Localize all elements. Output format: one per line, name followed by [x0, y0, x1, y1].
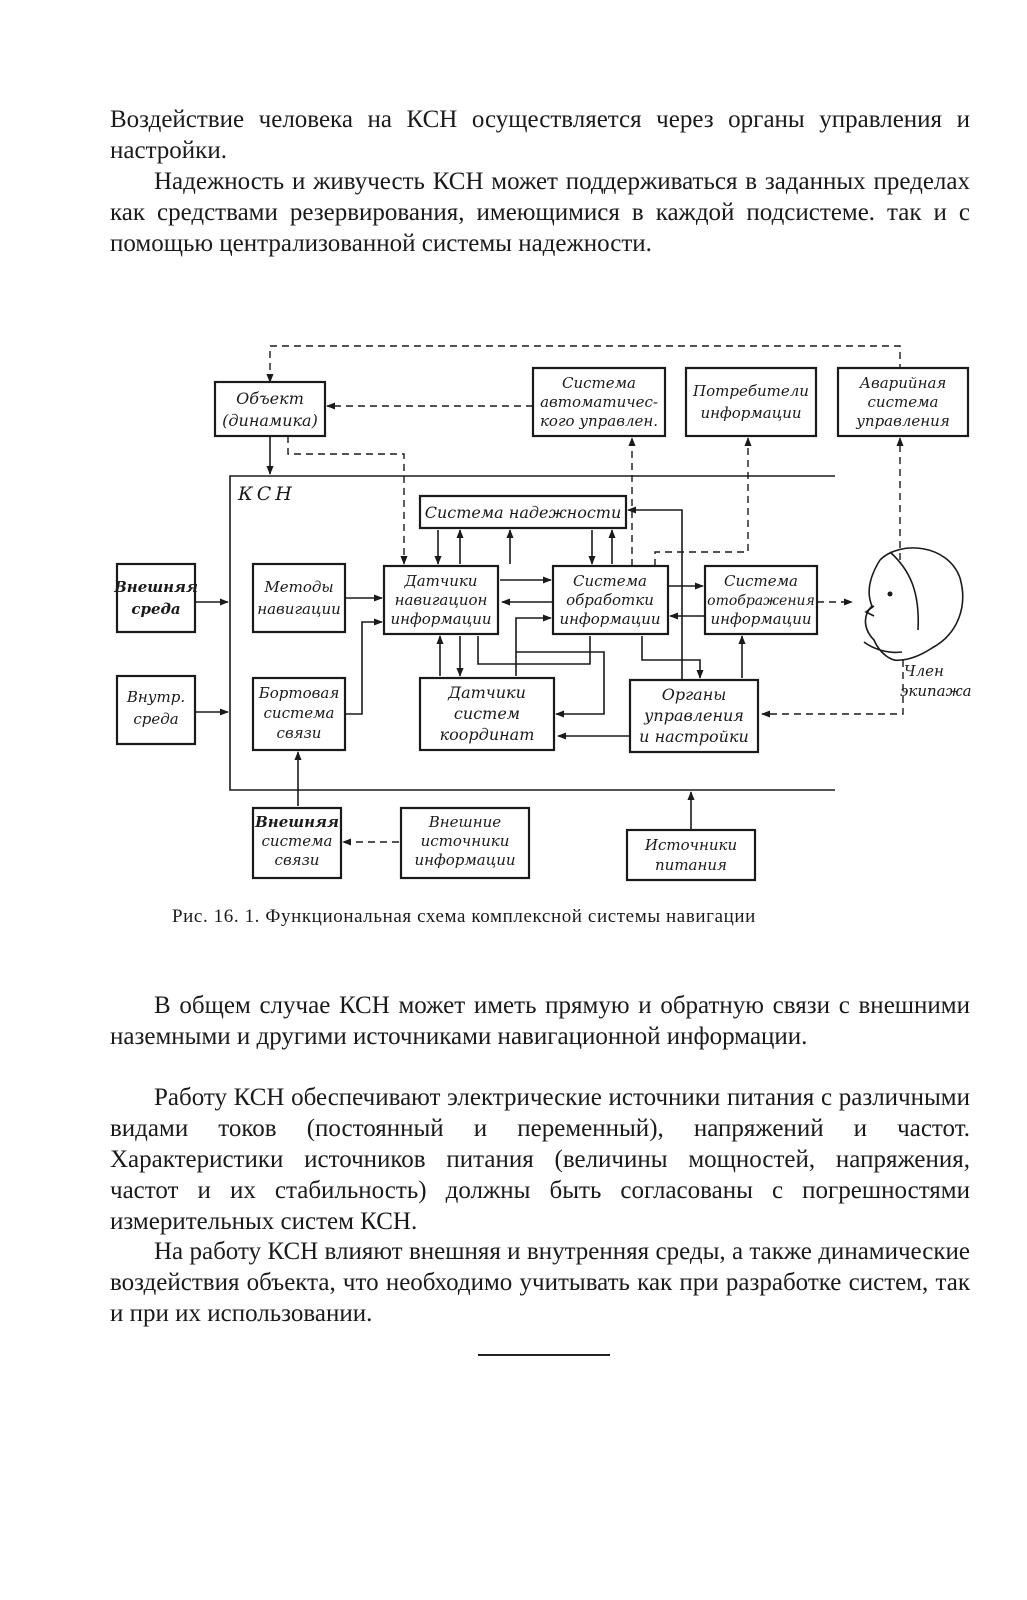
svg-text:среда: среда	[133, 710, 178, 728]
svg-text:Аварийная: Аварийная	[859, 374, 947, 392]
functional-diagram: КСН Объект (динамика) Система автоматиче…	[113, 345, 972, 882]
svg-text:навигацион: навигацион	[395, 591, 488, 609]
svg-text:автоматичес-: автоматичес-	[540, 393, 658, 411]
top-dashed-loop	[266, 345, 901, 383]
svg-text:система: система	[262, 832, 333, 850]
svg-text:Датчики: Датчики	[404, 572, 478, 590]
processing-system-block: Система обработки информации	[551, 564, 670, 636]
paragraph-3: В общем случае КСН может иметь прямую и …	[110, 992, 970, 1050]
internal-environment-block: Внутр. среда	[115, 674, 197, 746]
svg-text:Внутр.: Внутр.	[126, 688, 185, 706]
coordinate-sensors-block: Датчики систем координат	[418, 676, 556, 752]
svg-text:Методы: Методы	[263, 578, 333, 596]
navigation-methods-block: Методы навигации	[251, 562, 347, 634]
svg-text:Бортовая: Бортовая	[258, 684, 340, 702]
power-sources-block: Источники питания	[625, 828, 757, 882]
paragraph-1: Воздействие человека на КСН осуществляет…	[110, 106, 970, 164]
svg-text:управления: управления	[855, 412, 950, 430]
reliability-system-block: Система надежности	[418, 494, 628, 530]
paragraph-4: Работу КСН обеспечивают электрические ис…	[110, 1084, 970, 1235]
svg-text:и настройки: и настройки	[639, 727, 749, 746]
svg-text:Система надежности: Система надежности	[425, 503, 622, 522]
ksn-label: КСН	[237, 483, 296, 505]
svg-text:координат: координат	[440, 725, 535, 744]
controls-block: Органы управления и настройки	[628, 678, 760, 754]
display-system-block: Система отображения информации	[703, 564, 819, 636]
emergency-control-block: Аварийная система управления	[836, 366, 970, 438]
svg-text:Система: Система	[724, 572, 798, 590]
svg-text:обработки: обработки	[566, 591, 654, 609]
paragraph-2: Надежность и живучесть КСН может поддерж…	[110, 168, 970, 257]
crew-member-head-illustration	[863, 547, 964, 662]
svg-text:кого управлен.: кого управлен.	[540, 412, 658, 430]
svg-text:связи: связи	[277, 724, 322, 742]
paragraph-5: На работу КСН влияют внешняя и внутрення…	[110, 1238, 970, 1327]
svg-text:отображения: отображения	[707, 593, 815, 609]
ksn-region-border	[229, 475, 835, 791]
svg-text:среда: среда	[131, 600, 180, 618]
svg-text:информации: информации	[700, 404, 801, 422]
svg-text:Датчики: Датчики	[447, 683, 526, 702]
svg-text:Система: Система	[573, 572, 647, 590]
navigation-sensors-block: Датчики навигацион информации	[382, 564, 500, 636]
svg-text:Потребители: Потребители	[692, 382, 809, 400]
svg-text:Объект: Объект	[236, 389, 304, 408]
svg-text:система: система	[868, 393, 939, 411]
onboard-communication-block: Бортовая система связи	[251, 676, 347, 752]
svg-text:Внешняя: Внешняя	[113, 578, 198, 596]
figure-caption: Рис. 16. 1. Функциональная схема комплек…	[172, 906, 756, 927]
information-consumers-block: Потребители информации	[684, 366, 818, 438]
svg-text:информации: информации	[390, 610, 491, 628]
svg-text:источники: источники	[421, 832, 510, 850]
svg-text:Источники: Источники	[644, 836, 737, 854]
svg-text:информации: информации	[710, 610, 811, 628]
svg-text:система: система	[264, 704, 335, 722]
crew-label-line2: экипажа	[900, 682, 972, 700]
svg-text:связи: связи	[275, 851, 320, 869]
crew-label-line1: Член	[904, 662, 944, 680]
external-information-sources-block: Внешние источники информации	[399, 806, 531, 880]
svg-text:Внешние: Внешние	[428, 813, 502, 831]
external-communication-block: Внешняя система связи	[251, 806, 343, 880]
svg-text:Система: Система	[562, 374, 636, 392]
svg-text:систем: систем	[454, 704, 520, 723]
svg-text:Внешняя: Внешняя	[254, 813, 339, 831]
auto-control-system-block: Система автоматичес- кого управлен.	[531, 366, 667, 438]
svg-text:(динамика): (динамика)	[222, 411, 318, 430]
svg-text:навигации: навигации	[257, 600, 341, 618]
svg-text:питания: питания	[655, 856, 727, 874]
section-end-rule	[478, 1354, 610, 1356]
svg-text:Органы: Органы	[662, 685, 727, 704]
object-block: Объект (динамика)	[213, 380, 327, 438]
svg-text:управления: управления	[643, 706, 744, 725]
svg-text:информации: информации	[559, 610, 660, 628]
svg-text:информации: информации	[414, 851, 515, 869]
external-environment-block: Внешняя среда	[113, 562, 198, 634]
